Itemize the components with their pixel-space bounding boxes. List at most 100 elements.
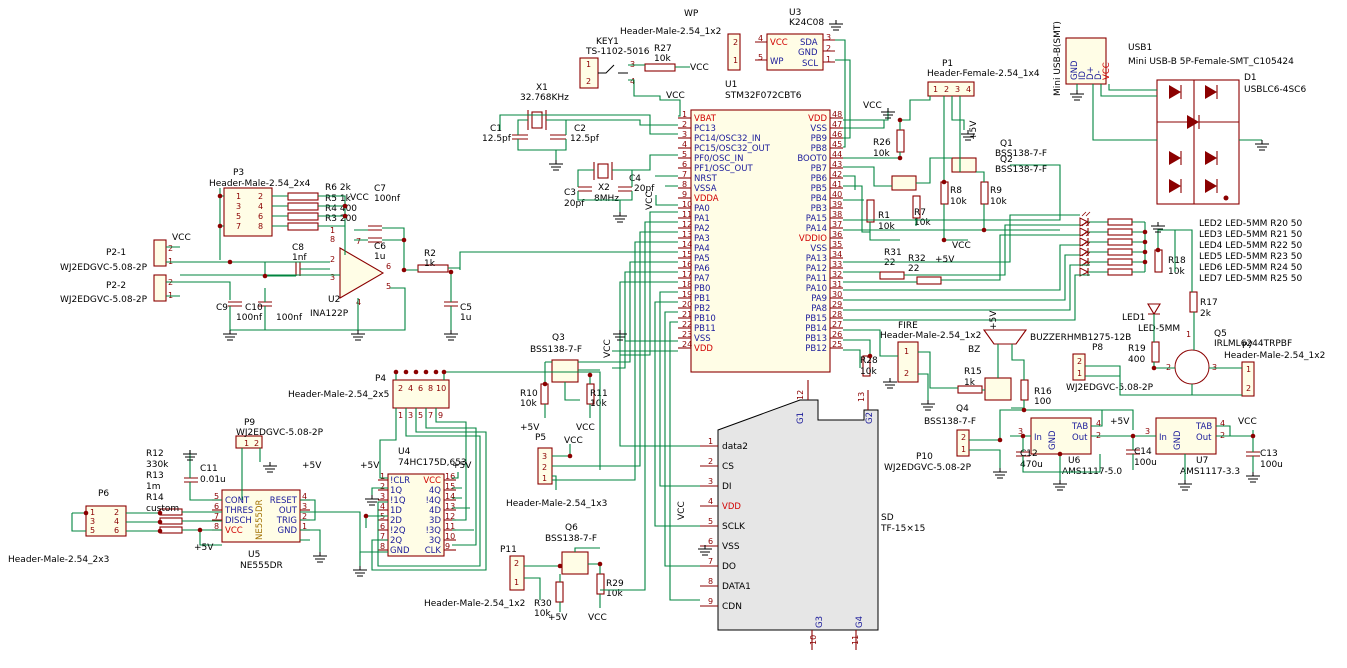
p2-2-connector[interactable]: P2-2 WJ2EDGVC-5.08-2P 2 1 xyxy=(60,274,173,305)
r10-ref: R10 xyxy=(520,389,538,399)
q6-mosfet[interactable]: Q6 BSS138-7-F xyxy=(545,523,597,575)
u5-resistors[interactable]: R12 330k R13 1m R14 custom xyxy=(146,449,183,534)
c1[interactable]: C1 12.5pf xyxy=(482,124,528,144)
net-vcc-r27: VCC xyxy=(690,63,709,73)
c14-ref: C14 xyxy=(1134,447,1152,457)
led7-label: LED7 LED-5MM R25 50 xyxy=(1199,274,1303,284)
r18[interactable]: R18 10k xyxy=(1154,249,1186,277)
c3[interactable]: C3 20pf xyxy=(564,186,592,209)
c5[interactable]: C5 1u xyxy=(444,301,472,323)
c8[interactable]: C8 1nf xyxy=(292,243,307,276)
q5-ref: Q5 xyxy=(1214,329,1227,339)
sd-card[interactable]: SD TF-15×15 1data22CS3DI4VDD5SCLK6VSS7DO… xyxy=(700,380,925,650)
c13[interactable]: C13 100u xyxy=(1246,449,1283,470)
r17-value: 2k xyxy=(1200,309,1212,319)
u3-body xyxy=(766,33,824,71)
usb1-pin-gnd: GND xyxy=(1070,60,1080,80)
q1-mosfet[interactable]: Q1 BSS138-7-F xyxy=(891,139,1047,191)
led-bank[interactable] xyxy=(1079,211,1133,277)
c7[interactable]: C7 100nf xyxy=(368,184,401,231)
p1-pin2: 2 xyxy=(944,85,949,94)
u1-pin-num: 36 xyxy=(832,230,842,239)
wp-header[interactable]: WP Header-Male-2.54_1x2 2 1 xyxy=(620,9,741,71)
led-labels: LED2 LED-5MM R20 50 LED3 LED-5MM R21 50 … xyxy=(1199,219,1303,284)
r28-ref: R28 xyxy=(860,356,878,366)
r8[interactable]: R8 10k xyxy=(940,181,967,207)
r10[interactable]: R10 10k xyxy=(520,383,549,409)
c13-ref: C13 xyxy=(1260,449,1278,459)
d1-tvs[interactable]: D1 USBLC6-4SC6 xyxy=(1156,73,1306,205)
c6[interactable]: C6 1u xyxy=(368,237,386,262)
r16[interactable]: R16 100 xyxy=(1020,379,1052,407)
u4-pin-num: 9 xyxy=(445,542,450,551)
u2-value: INA122P xyxy=(310,309,349,319)
u4-value: 74HC175D,653 xyxy=(398,458,467,468)
r28[interactable]: R28 10k xyxy=(860,355,878,377)
u3-eeprom[interactable]: U3 K24C08 VCC WP SDA GND SCL 4 5 3 2 1 xyxy=(755,8,835,71)
p8-body xyxy=(1072,353,1086,381)
r1-body xyxy=(866,199,875,223)
u5-pin-num: 4 xyxy=(302,492,307,501)
p2-1-ref: P2-1 xyxy=(106,248,126,258)
p2-1-connector[interactable]: P2-1 WJ2EDGVC-5.08-2P 2 1 xyxy=(60,239,173,273)
u1-pin-num: 46 xyxy=(832,130,842,139)
q2-mosfet[interactable]: Q2 BSS138-7-F xyxy=(951,155,1047,175)
r2[interactable]: R2 1k xyxy=(417,249,449,273)
u1-pin-num: 27 xyxy=(832,320,842,329)
c4[interactable]: C4 20pf xyxy=(618,174,655,194)
c11[interactable]: C11 0.01u xyxy=(184,464,226,485)
bz-buzzer[interactable]: BZ BUZZERHMB1275-12B xyxy=(968,329,1131,355)
r1[interactable]: R1 10k xyxy=(866,199,895,232)
sd-pin-num: 4 xyxy=(708,497,713,506)
p4-pin7: 7 xyxy=(428,411,433,420)
p5-header[interactable]: P5 Header-Male-2.54_1x3 3 2 1 xyxy=(506,433,607,509)
r31[interactable]: R31 22 xyxy=(879,248,905,280)
r26[interactable]: R26 10k xyxy=(873,129,905,159)
sd-body xyxy=(717,399,879,631)
usb1-connector[interactable]: USB1 Mini USB-B 5P-Female-SMT_C105424 Mi… xyxy=(1053,21,1294,96)
u2-ina122[interactable]: U2 INA122P 2 3 7 4 6 5 8 1 xyxy=(310,226,391,319)
r29[interactable]: R29 10k xyxy=(596,573,624,599)
usb1-side: Mini USB-B(SMT) xyxy=(1053,21,1063,96)
u1-pin-name: VSS xyxy=(810,124,827,134)
p11-pin2: 2 xyxy=(514,559,519,568)
r15[interactable]: R15 1k xyxy=(957,367,983,394)
p10-connector[interactable]: P10 WJ2EDGVC-5.08-2P 2 1 xyxy=(884,429,972,473)
p11-header[interactable]: P11 Header-Male-2.54_1x2 2 1 xyxy=(424,545,525,609)
u1-pin-num: 6 xyxy=(682,160,687,169)
p3-pin5: 5 xyxy=(236,212,241,221)
p8-connector[interactable]: P8 WJ2EDGVC-5.08-2P 2 1 xyxy=(1066,343,1154,393)
c14[interactable]: C14 100u xyxy=(1126,447,1157,468)
q5-body xyxy=(1174,349,1210,385)
r9[interactable]: R9 10k xyxy=(980,181,1007,207)
u1-pin-num: 47 xyxy=(832,120,842,129)
r28-value: 10k xyxy=(860,367,877,377)
p9-connector[interactable]: P9 WJ2EDGVC-5.08-2P 1 2 xyxy=(235,418,324,449)
u7-regulator[interactable]: In GND TAB Out U7 AMS1117-3.3 3 4 2 xyxy=(1145,417,1240,477)
key1-switch[interactable]: KEY1 TS-1102-5016 1 2 3 4 xyxy=(579,37,650,89)
led1[interactable]: LED1 LED-5MM xyxy=(1122,303,1180,334)
r14-ref: R14 xyxy=(146,493,164,503)
u3-num-1: 1 xyxy=(826,55,831,64)
p7-header[interactable]: P7 Header-Male-2.54_1x2 1 2 xyxy=(1224,341,1325,397)
x1-crystal[interactable]: X1 32.768KHz xyxy=(520,83,569,130)
r31-body xyxy=(879,271,905,280)
q3-mosfet[interactable]: Q3 BSS138-7-F xyxy=(530,333,582,383)
p3-value: Header-Male-2.54_2x4 xyxy=(209,179,311,189)
u4-pin-num: 11 xyxy=(445,522,455,531)
u1-pin-name: PB14 xyxy=(805,324,827,334)
r19[interactable]: R19 400 xyxy=(1128,341,1160,365)
c2[interactable]: C2 12.5pf xyxy=(550,124,600,144)
u3-value: K24C08 xyxy=(789,18,824,28)
q4-mosfet[interactable]: Q4 BSS138-7-F xyxy=(924,377,1012,427)
x2-body xyxy=(597,163,609,179)
fire-header[interactable]: FIRE Header-Male-2.54_1x2 1 2 xyxy=(880,321,981,383)
x2-crystal[interactable]: X2 8MHz xyxy=(593,162,619,204)
